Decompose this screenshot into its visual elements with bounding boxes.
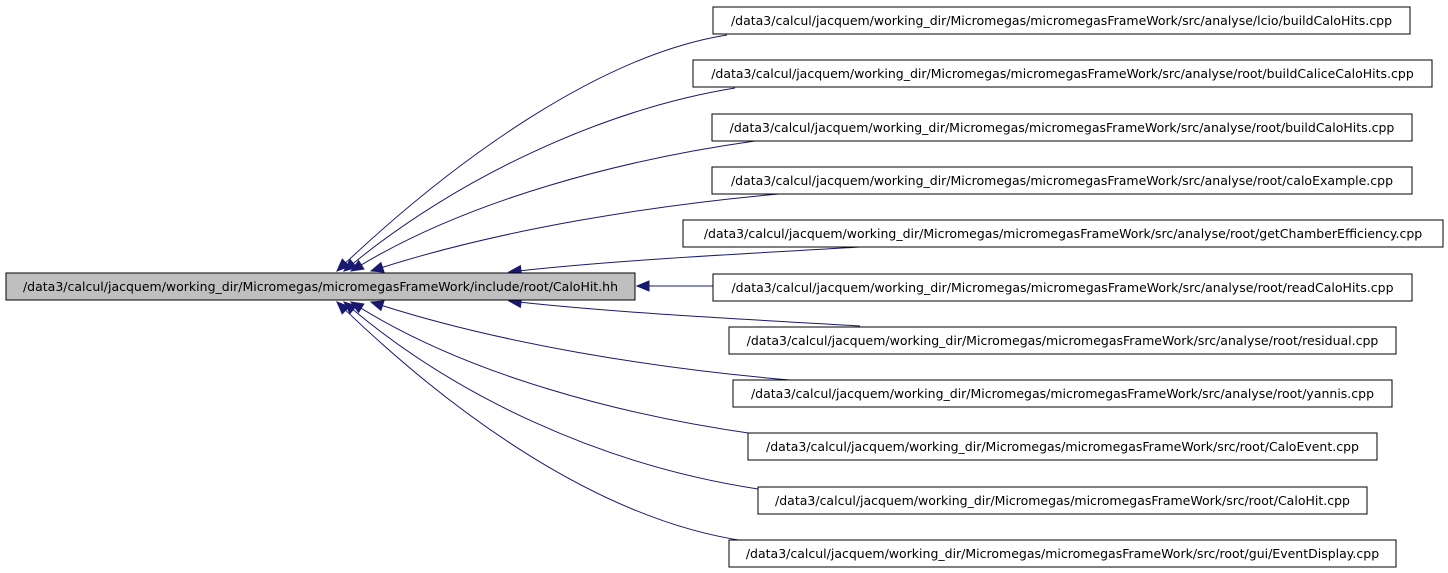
file-node-box[interactable] bbox=[692, 59, 1433, 88]
dependency-edge bbox=[342, 301, 759, 490]
arrowhead-icon bbox=[369, 261, 385, 273]
edge-line bbox=[520, 246, 861, 272]
dependency-edge bbox=[369, 192, 791, 273]
root-node-box[interactable] bbox=[5, 272, 636, 301]
file-node[interactable]: /data3/calcul/jacquem/working_dir/Microm… bbox=[692, 59, 1433, 88]
dependency-edge bbox=[336, 34, 728, 272]
edge-line bbox=[520, 301, 861, 327]
arrowhead-icon bbox=[369, 300, 385, 312]
edge-line bbox=[361, 140, 756, 266]
file-node-box[interactable] bbox=[732, 379, 1393, 408]
file-node-label: /data3/calcul/jacquem/working_dir/Microm… bbox=[731, 280, 1393, 295]
edge-line bbox=[360, 307, 756, 435]
file-node-label: /data3/calcul/jacquem/working_dir/Microm… bbox=[766, 439, 1359, 454]
file-node[interactable]: /data3/calcul/jacquem/working_dir/Microm… bbox=[728, 539, 1397, 568]
dependency-edge bbox=[343, 87, 736, 272]
file-node-box[interactable] bbox=[712, 6, 1411, 35]
file-node-box[interactable] bbox=[711, 113, 1413, 142]
file-node-box[interactable] bbox=[711, 166, 1413, 195]
dependency-edge bbox=[349, 140, 756, 272]
file-node-label: /data3/calcul/jacquem/working_dir/Microm… bbox=[704, 226, 1422, 241]
arrowhead-icon bbox=[349, 259, 365, 272]
dependency-edge bbox=[507, 246, 861, 277]
edge-line bbox=[352, 309, 759, 490]
edge-line bbox=[352, 87, 736, 264]
file-node-box[interactable] bbox=[712, 273, 1413, 302]
file-node-label: /data3/calcul/jacquem/working_dir/Microm… bbox=[730, 120, 1395, 135]
file-node-label: /data3/calcul/jacquem/working_dir/Microm… bbox=[775, 493, 1350, 508]
file-node[interactable]: /data3/calcul/jacquem/working_dir/Microm… bbox=[712, 6, 1411, 35]
arrowhead-icon bbox=[336, 301, 350, 315]
file-node-box[interactable] bbox=[682, 219, 1444, 248]
edge-line bbox=[345, 34, 728, 264]
file-node-box[interactable] bbox=[728, 326, 1397, 355]
file-node[interactable]: /data3/calcul/jacquem/working_dir/Microm… bbox=[711, 166, 1413, 195]
arrowhead-icon bbox=[336, 258, 351, 272]
edge-line bbox=[382, 192, 791, 268]
file-node-label: /data3/calcul/jacquem/working_dir/Microm… bbox=[731, 173, 1393, 188]
root-node-label: /data3/calcul/jacquem/working_dir/Microm… bbox=[23, 279, 618, 294]
file-node[interactable]: /data3/calcul/jacquem/working_dir/Microm… bbox=[711, 113, 1413, 142]
dependency-edge bbox=[336, 301, 746, 542]
file-node-box[interactable] bbox=[747, 432, 1378, 461]
edge-line bbox=[345, 309, 746, 542]
file-node[interactable]: /data3/calcul/jacquem/working_dir/Microm… bbox=[682, 219, 1444, 248]
root-node[interactable]: /data3/calcul/jacquem/working_dir/Microm… bbox=[5, 272, 636, 301]
dependency-edge bbox=[507, 296, 861, 327]
file-node-label: /data3/calcul/jacquem/working_dir/Microm… bbox=[711, 66, 1414, 81]
file-node[interactable]: /data3/calcul/jacquem/working_dir/Microm… bbox=[728, 326, 1397, 355]
file-node[interactable]: /data3/calcul/jacquem/working_dir/Microm… bbox=[712, 273, 1413, 302]
file-node-label: /data3/calcul/jacquem/working_dir/Microm… bbox=[731, 13, 1392, 28]
nodes-layer: /data3/calcul/jacquem/working_dir/Microm… bbox=[5, 6, 1444, 568]
dependency-edge bbox=[635, 280, 713, 292]
file-node-label: /data3/calcul/jacquem/working_dir/Microm… bbox=[751, 386, 1374, 401]
arrowhead-icon bbox=[635, 280, 650, 292]
dependency-edge bbox=[349, 301, 756, 435]
file-node[interactable]: /data3/calcul/jacquem/working_dir/Microm… bbox=[732, 379, 1393, 408]
file-node[interactable]: /data3/calcul/jacquem/working_dir/Microm… bbox=[757, 486, 1368, 515]
file-node-box[interactable] bbox=[757, 486, 1368, 515]
file-node[interactable]: /data3/calcul/jacquem/working_dir/Microm… bbox=[747, 432, 1378, 461]
file-node-label: /data3/calcul/jacquem/working_dir/Microm… bbox=[746, 546, 1379, 561]
file-node-label: /data3/calcul/jacquem/working_dir/Microm… bbox=[747, 333, 1379, 348]
dependency-edge bbox=[369, 300, 791, 381]
edge-line bbox=[382, 305, 791, 381]
file-node-box[interactable] bbox=[728, 539, 1397, 568]
